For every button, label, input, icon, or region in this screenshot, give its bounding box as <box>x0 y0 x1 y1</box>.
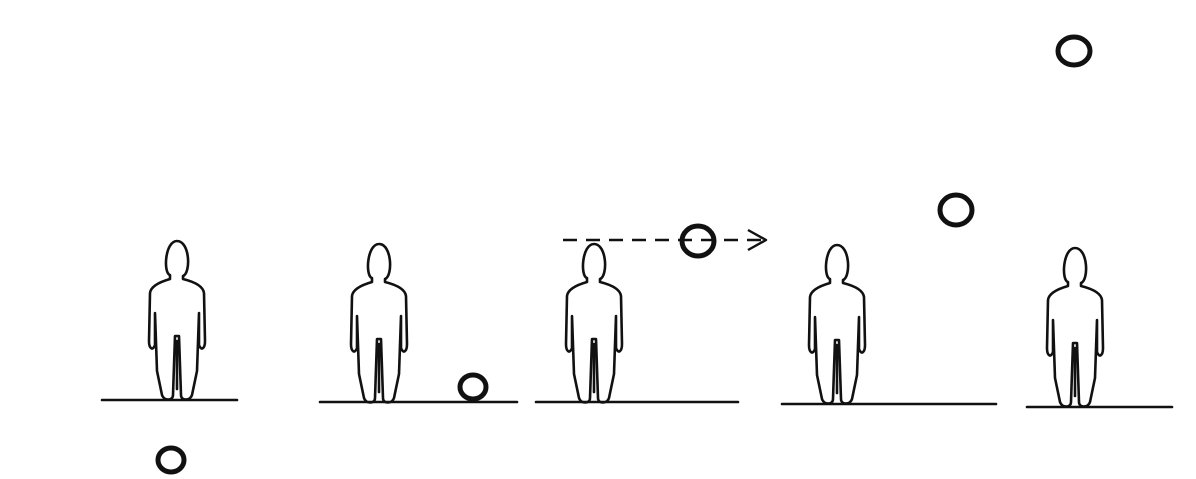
ball <box>940 195 972 225</box>
person-figure <box>351 244 407 403</box>
frame-2 <box>320 244 517 403</box>
frame-3 <box>536 226 766 403</box>
ball <box>158 448 184 472</box>
person-figure <box>1047 248 1103 407</box>
person-figure <box>566 244 622 403</box>
person-figure <box>149 241 205 400</box>
person-figure <box>809 245 865 404</box>
frame-4 <box>782 195 996 404</box>
frame-1 <box>102 241 237 472</box>
ball <box>460 375 486 399</box>
frame-5 <box>1027 37 1172 407</box>
ball <box>1058 37 1090 65</box>
